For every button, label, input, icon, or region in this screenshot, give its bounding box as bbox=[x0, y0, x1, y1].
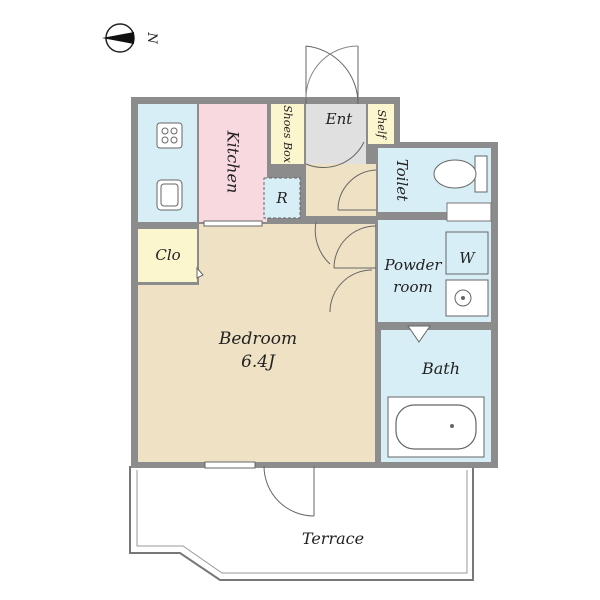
window-kitchen bbox=[203, 220, 263, 227]
fridge-label: R bbox=[275, 189, 287, 207]
closet-area bbox=[138, 229, 197, 282]
entrance-door bbox=[305, 45, 359, 105]
shelf-area bbox=[368, 104, 394, 144]
toilet-label: Toilet bbox=[393, 159, 411, 202]
compass-arrow bbox=[102, 32, 134, 44]
bedroom-size-label: 6.4J bbox=[241, 352, 276, 372]
bedroom-area bbox=[138, 285, 375, 462]
stove-icon bbox=[156, 122, 183, 149]
toilet-door bbox=[337, 169, 377, 211]
fridge-space bbox=[263, 177, 301, 219]
terrace bbox=[129, 466, 474, 581]
terrace-door bbox=[263, 465, 315, 517]
washer-box bbox=[445, 231, 489, 275]
bedroom-upper-area bbox=[199, 224, 375, 286]
compass-north-label: N bbox=[144, 31, 159, 44]
toilet-icon bbox=[433, 155, 488, 193]
entrance-label: Ent bbox=[325, 110, 354, 128]
kitchen-area bbox=[199, 104, 267, 222]
kitchen-label: Kitchen bbox=[224, 130, 243, 194]
bathtub-icon bbox=[387, 396, 485, 458]
shoes-box-area bbox=[271, 104, 304, 164]
bedroom-door bbox=[314, 221, 373, 313]
compass: N bbox=[102, 23, 159, 53]
powder-label-line1: Powder bbox=[383, 256, 442, 274]
terrace-outline-outer bbox=[129, 466, 474, 581]
bedroom-label: Bedroom bbox=[218, 329, 297, 349]
window-bedroom-south bbox=[204, 461, 256, 469]
shelf-label: Shelf bbox=[375, 110, 388, 141]
washer-label: W bbox=[459, 249, 476, 267]
closet-door-marker bbox=[196, 266, 204, 279]
powder-label-line2: room bbox=[393, 278, 432, 296]
terrace-outline-inner bbox=[136, 470, 468, 574]
bath-label: Bath bbox=[421, 359, 460, 378]
pipe-shaft bbox=[446, 202, 492, 222]
sink-icon bbox=[156, 179, 183, 211]
bath-door bbox=[407, 325, 431, 343]
powder-room-door bbox=[333, 225, 377, 269]
entrance-inner-door bbox=[305, 141, 365, 168]
closet-label: Clo bbox=[155, 246, 180, 264]
wash-basin-icon bbox=[445, 279, 489, 317]
shoes-box-label: Shoes Box bbox=[281, 105, 294, 164]
terrace-label: Terrace bbox=[302, 529, 364, 548]
